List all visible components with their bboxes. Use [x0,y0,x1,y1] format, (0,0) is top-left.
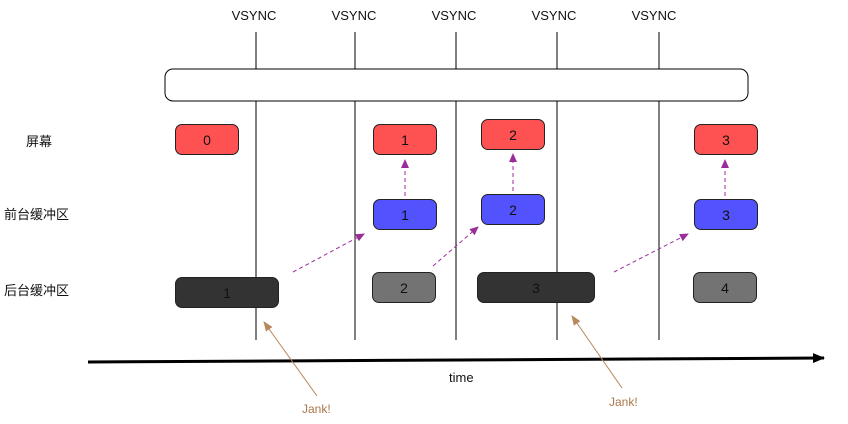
back-buffer-frame: 1 [175,277,279,308]
jank-label: Jank! [302,402,331,416]
back-to-front-arrow [613,233,689,273]
vsync-label: VSYNC [531,8,577,23]
front-buffer-frame: 2 [481,194,545,225]
row-label-back-buffer: 后台缓冲区 [4,283,70,298]
screen-frame: 1 [373,124,437,155]
row-label-front-buffer: 前台缓冲区 [4,207,70,222]
front-buffer-frame: 3 [694,199,758,230]
time-axis-arrow [87,353,825,364]
back-to-front-arrow [292,233,365,273]
vsync-label: VSYNC [231,8,277,23]
back-buffer-frame: 2 [372,272,436,303]
back-buffer-frame: 4 [693,272,757,303]
back-buffer-frame: 3 [477,272,595,303]
time-axis-label: time [449,370,474,385]
vsync-label: VSYNC [631,8,677,23]
display-bar [164,68,749,102]
jank-label: Jank! [609,395,638,409]
jank-arrow [571,315,623,389]
jank-arrow [263,321,318,397]
screen-frame: 2 [481,119,545,150]
screen-frame: 3 [694,124,758,155]
row-label-screen: 屏幕 [26,134,53,149]
screen-frame: 0 [175,124,239,155]
back-to-front-arrow [432,226,479,267]
front-buffer-frame: 1 [373,199,437,230]
vsync-label: VSYNC [431,8,477,23]
vsync-label: VSYNC [331,8,377,23]
